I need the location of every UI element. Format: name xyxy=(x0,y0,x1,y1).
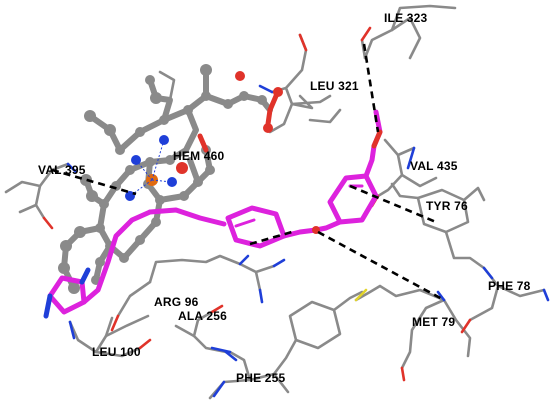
residue-fragment-sticks xyxy=(308,108,342,124)
label-leu100: LEU 100 xyxy=(92,345,141,359)
label-tyr76: TYR 76 xyxy=(426,199,468,213)
label-leu321: LEU 321 xyxy=(310,79,359,93)
interaction-val395 xyxy=(51,168,137,196)
interaction-dashes xyxy=(51,43,445,302)
residue-arg96-sticks xyxy=(116,254,276,318)
residue-leu100-sticks xyxy=(68,314,150,358)
heme-group xyxy=(58,64,283,294)
label-ile323: ILE 323 xyxy=(384,11,428,25)
label-phe255: PHE 255 xyxy=(236,371,286,385)
residue-fragment-sticks xyxy=(158,70,176,102)
label-met79: MET 79 xyxy=(412,315,455,329)
residue-val395-sticks xyxy=(4,162,70,220)
residue-sticks xyxy=(4,4,546,400)
label-arg96: ARG 96 xyxy=(154,295,199,309)
interaction-tyr76 xyxy=(349,184,437,224)
residue-phe78-sticks xyxy=(468,266,546,322)
ligand-molecule xyxy=(47,109,383,315)
residue-phe255-sticks xyxy=(208,290,364,400)
interaction-arg96 xyxy=(249,230,293,246)
interaction-ile323 xyxy=(362,43,380,133)
label-hem460: HEM 460 xyxy=(173,149,225,163)
label-phe78: PHE 78 xyxy=(488,279,531,293)
interaction-met79 xyxy=(317,230,445,302)
label-ala256: ALA 256 xyxy=(178,309,227,323)
residue-val435-sticks xyxy=(376,138,438,198)
residue-labels: ILE 323 LEU 321 HEM 460 VAL 395 VAL 435 … xyxy=(38,11,531,385)
label-val435: VAL 435 xyxy=(410,159,458,173)
residue-tyr76-sticks xyxy=(390,182,486,270)
label-val395: VAL 395 xyxy=(38,163,86,177)
